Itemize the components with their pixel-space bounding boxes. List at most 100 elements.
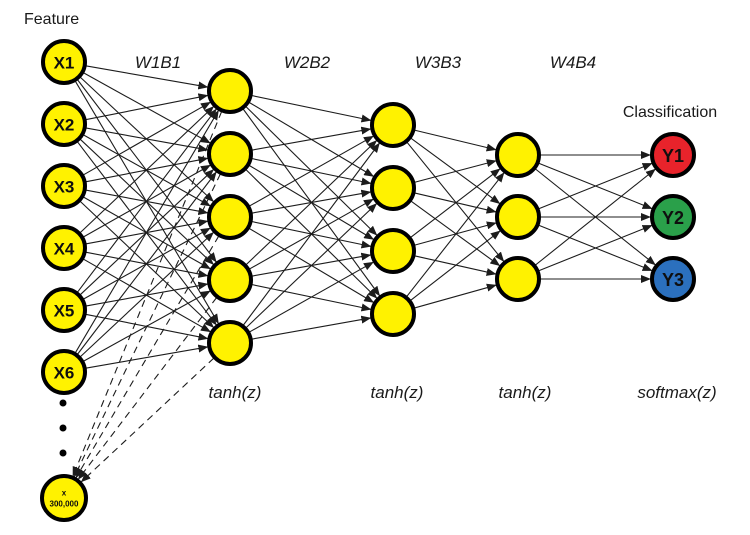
node-label-y3: Y3 — [662, 270, 684, 290]
node-h2n2 — [370, 165, 416, 211]
node-y3: Y3 — [650, 256, 696, 302]
edge-h3n3-y2 — [538, 224, 653, 272]
edge-h1n4-x300000 — [77, 297, 218, 481]
node-h1n5 — [207, 320, 253, 366]
edge-h1n5-h2n4 — [251, 315, 372, 340]
edge-x2-h1n1 — [85, 93, 209, 121]
node-circle-x5 — [41, 287, 87, 333]
input-ellipsis-dots — [59, 399, 67, 457]
edge-x6-h1n1 — [74, 109, 220, 354]
ellipsis-dot-2 — [59, 424, 67, 432]
ellipsis-dot-3 — [59, 449, 67, 457]
node-circle-h1n3 — [207, 194, 253, 240]
edges-h1-h2 — [242, 94, 381, 340]
edge-x3-h1n1 — [82, 101, 212, 176]
weight-label-3: W3B3 — [415, 53, 462, 72]
node-label-x1: X1 — [54, 54, 75, 73]
node-label-x3: X3 — [54, 178, 75, 197]
node-circle-x1 — [41, 39, 87, 85]
node-circle-h1n2 — [207, 131, 253, 177]
node-circle-h1n4 — [207, 257, 253, 303]
node-circle-h2n3 — [370, 228, 416, 274]
edge-h1n2-x300000 — [73, 173, 221, 478]
node-label-y1: Y1 — [662, 146, 684, 166]
edge-h1n1-h2n1 — [251, 94, 372, 123]
edge-h2n2-h3n1 — [414, 159, 497, 183]
edge-h2n3-h3n1 — [410, 167, 501, 239]
layer-input-extra: x 300,000 — [40, 474, 88, 522]
edges-h3-output — [534, 151, 657, 283]
edge-x4-h1n1 — [79, 105, 215, 234]
activation-label-4: softmax(z) — [637, 383, 716, 402]
node-circle-h3n1 — [495, 132, 541, 178]
layer-h2 — [370, 102, 416, 337]
weight-label-1: W1B1 — [135, 53, 181, 72]
node-circle-h2n1 — [370, 102, 416, 148]
edges — [72, 65, 657, 483]
edges-input-h1 — [74, 65, 220, 369]
node-circle-y2 — [650, 194, 696, 240]
node-label-y2: Y2 — [662, 208, 684, 228]
weight-label-2: W2B2 — [284, 53, 331, 72]
node-label-x6: X6 — [54, 364, 75, 383]
node-circle-x3 — [41, 163, 87, 209]
node-x1: X1 — [41, 39, 87, 85]
node-x2: X2 — [41, 101, 87, 147]
node-circle-x300000 — [40, 474, 88, 522]
node-y1: Y1 — [650, 132, 696, 178]
node-circle-h3n2 — [495, 194, 541, 240]
edge-h2n4-h3n3 — [414, 283, 497, 309]
edge-h1n3-h2n1 — [248, 135, 375, 207]
node-circle-h2n4 — [370, 291, 416, 337]
edges-h2-h3 — [406, 129, 505, 309]
activation-label-2: tanh(z) — [371, 383, 424, 402]
edge-h3n2-y1 — [538, 162, 653, 210]
edge-h3n3-y1 — [534, 168, 657, 266]
node-h3n2 — [495, 194, 541, 240]
node-circle-x4 — [41, 225, 87, 271]
edge-x5-h1n1 — [76, 108, 218, 293]
classification-label: Classification — [623, 104, 717, 121]
node-label-x2: X2 — [54, 116, 75, 135]
edges-h1-input-extra — [72, 111, 223, 483]
edge-h1n5-h2n2 — [245, 202, 378, 329]
node-circle-y1 — [650, 132, 696, 178]
edge-h1n5-h2n1 — [242, 142, 381, 326]
activation-label-3: tanh(z) — [499, 383, 552, 402]
node-x5: X5 — [41, 287, 87, 333]
edge-h1n5-h2n3 — [248, 261, 375, 333]
node-sublabel-x300000: 300,000 — [50, 500, 79, 509]
edge-x6-h1n5 — [85, 344, 209, 369]
node-h2n3 — [370, 228, 416, 274]
layer-h1 — [207, 68, 253, 366]
node-circle-h2n2 — [370, 165, 416, 211]
node-circle-h1n5 — [207, 320, 253, 366]
node-h3n3 — [495, 256, 541, 302]
edge-h2n1-h3n1 — [414, 129, 497, 152]
edge-x1-h1n1 — [85, 65, 209, 90]
edge-h1n5-x300000 — [80, 357, 215, 483]
node-h3n1 — [495, 132, 541, 178]
ellipsis-dot-1 — [59, 399, 67, 407]
node-circle-x2 — [41, 101, 87, 147]
node-h1n2 — [207, 131, 253, 177]
layer-h3 — [495, 132, 541, 302]
edge-h1n1-x300000 — [72, 111, 223, 477]
edge-x6-h1n2 — [76, 171, 218, 355]
node-circle-x6 — [41, 349, 87, 395]
node-h1n4 — [207, 257, 253, 303]
node-h2n1 — [370, 102, 416, 148]
activation-label-1: tanh(z) — [209, 383, 262, 402]
edge-h2n4-h3n1 — [406, 171, 505, 298]
node-h1n3 — [207, 194, 253, 240]
edge-h1n4-h2n1 — [245, 139, 378, 266]
node-circle-h3n3 — [495, 256, 541, 302]
feature-label: Feature — [24, 11, 79, 28]
node-x6: X6 — [41, 349, 87, 395]
node-y2: Y2 — [650, 194, 696, 240]
node-label-x4: X4 — [54, 240, 75, 259]
node-label-x300000: x — [62, 489, 67, 498]
edge-h1n2-h2n1 — [251, 126, 372, 151]
